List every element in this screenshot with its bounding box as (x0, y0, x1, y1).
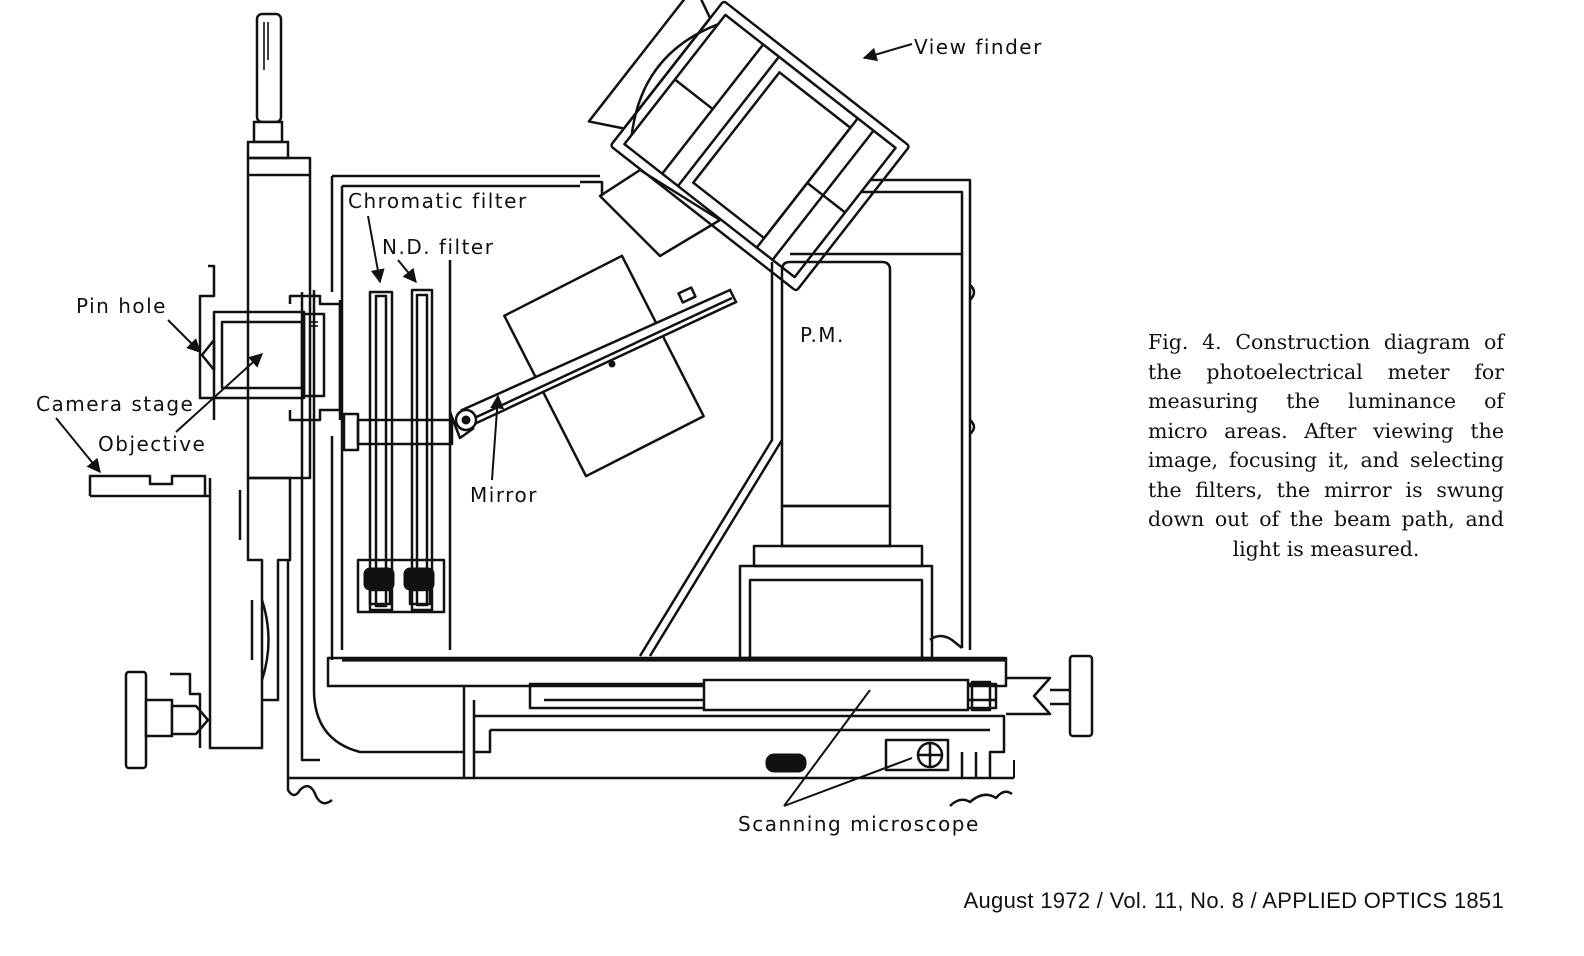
base-plate (326, 656, 1008, 778)
chromatic-filter (368, 290, 394, 612)
camera-stage (88, 474, 210, 498)
label-pm: P.M. (800, 323, 845, 347)
column-handle (255, 12, 283, 124)
pin-hole-cone (200, 338, 216, 372)
vertical-column (208, 12, 312, 750)
label-objective: Objective (98, 432, 206, 456)
filter-assembly (342, 288, 454, 614)
page-footer: August 1972 / Vol. 11, No. 8 / APPLIED O… (963, 888, 1504, 913)
label-nd-filter: N.D. filter (382, 235, 494, 259)
view-finder (587, 0, 910, 292)
label-chromatic-filter: Chromatic filter (348, 189, 528, 213)
objective-assembly (198, 264, 342, 422)
main-housing (286, 174, 1014, 805)
label-view-finder: View finder (914, 35, 1043, 59)
label-pin-hole: Pin hole (76, 294, 167, 318)
nd-filter (410, 288, 434, 612)
column-body (246, 156, 312, 480)
label-scanning-microscope: Scanning microscope (738, 812, 980, 836)
scanning-microscope (474, 654, 1094, 807)
focus-knob (124, 670, 210, 770)
mirror (448, 254, 738, 478)
figure-caption: Fig. 4. Construction diagram of the phot… (1148, 330, 1504, 561)
label-camera-stage: Camera stage (36, 392, 194, 416)
label-mirror: Mirror (470, 483, 538, 507)
